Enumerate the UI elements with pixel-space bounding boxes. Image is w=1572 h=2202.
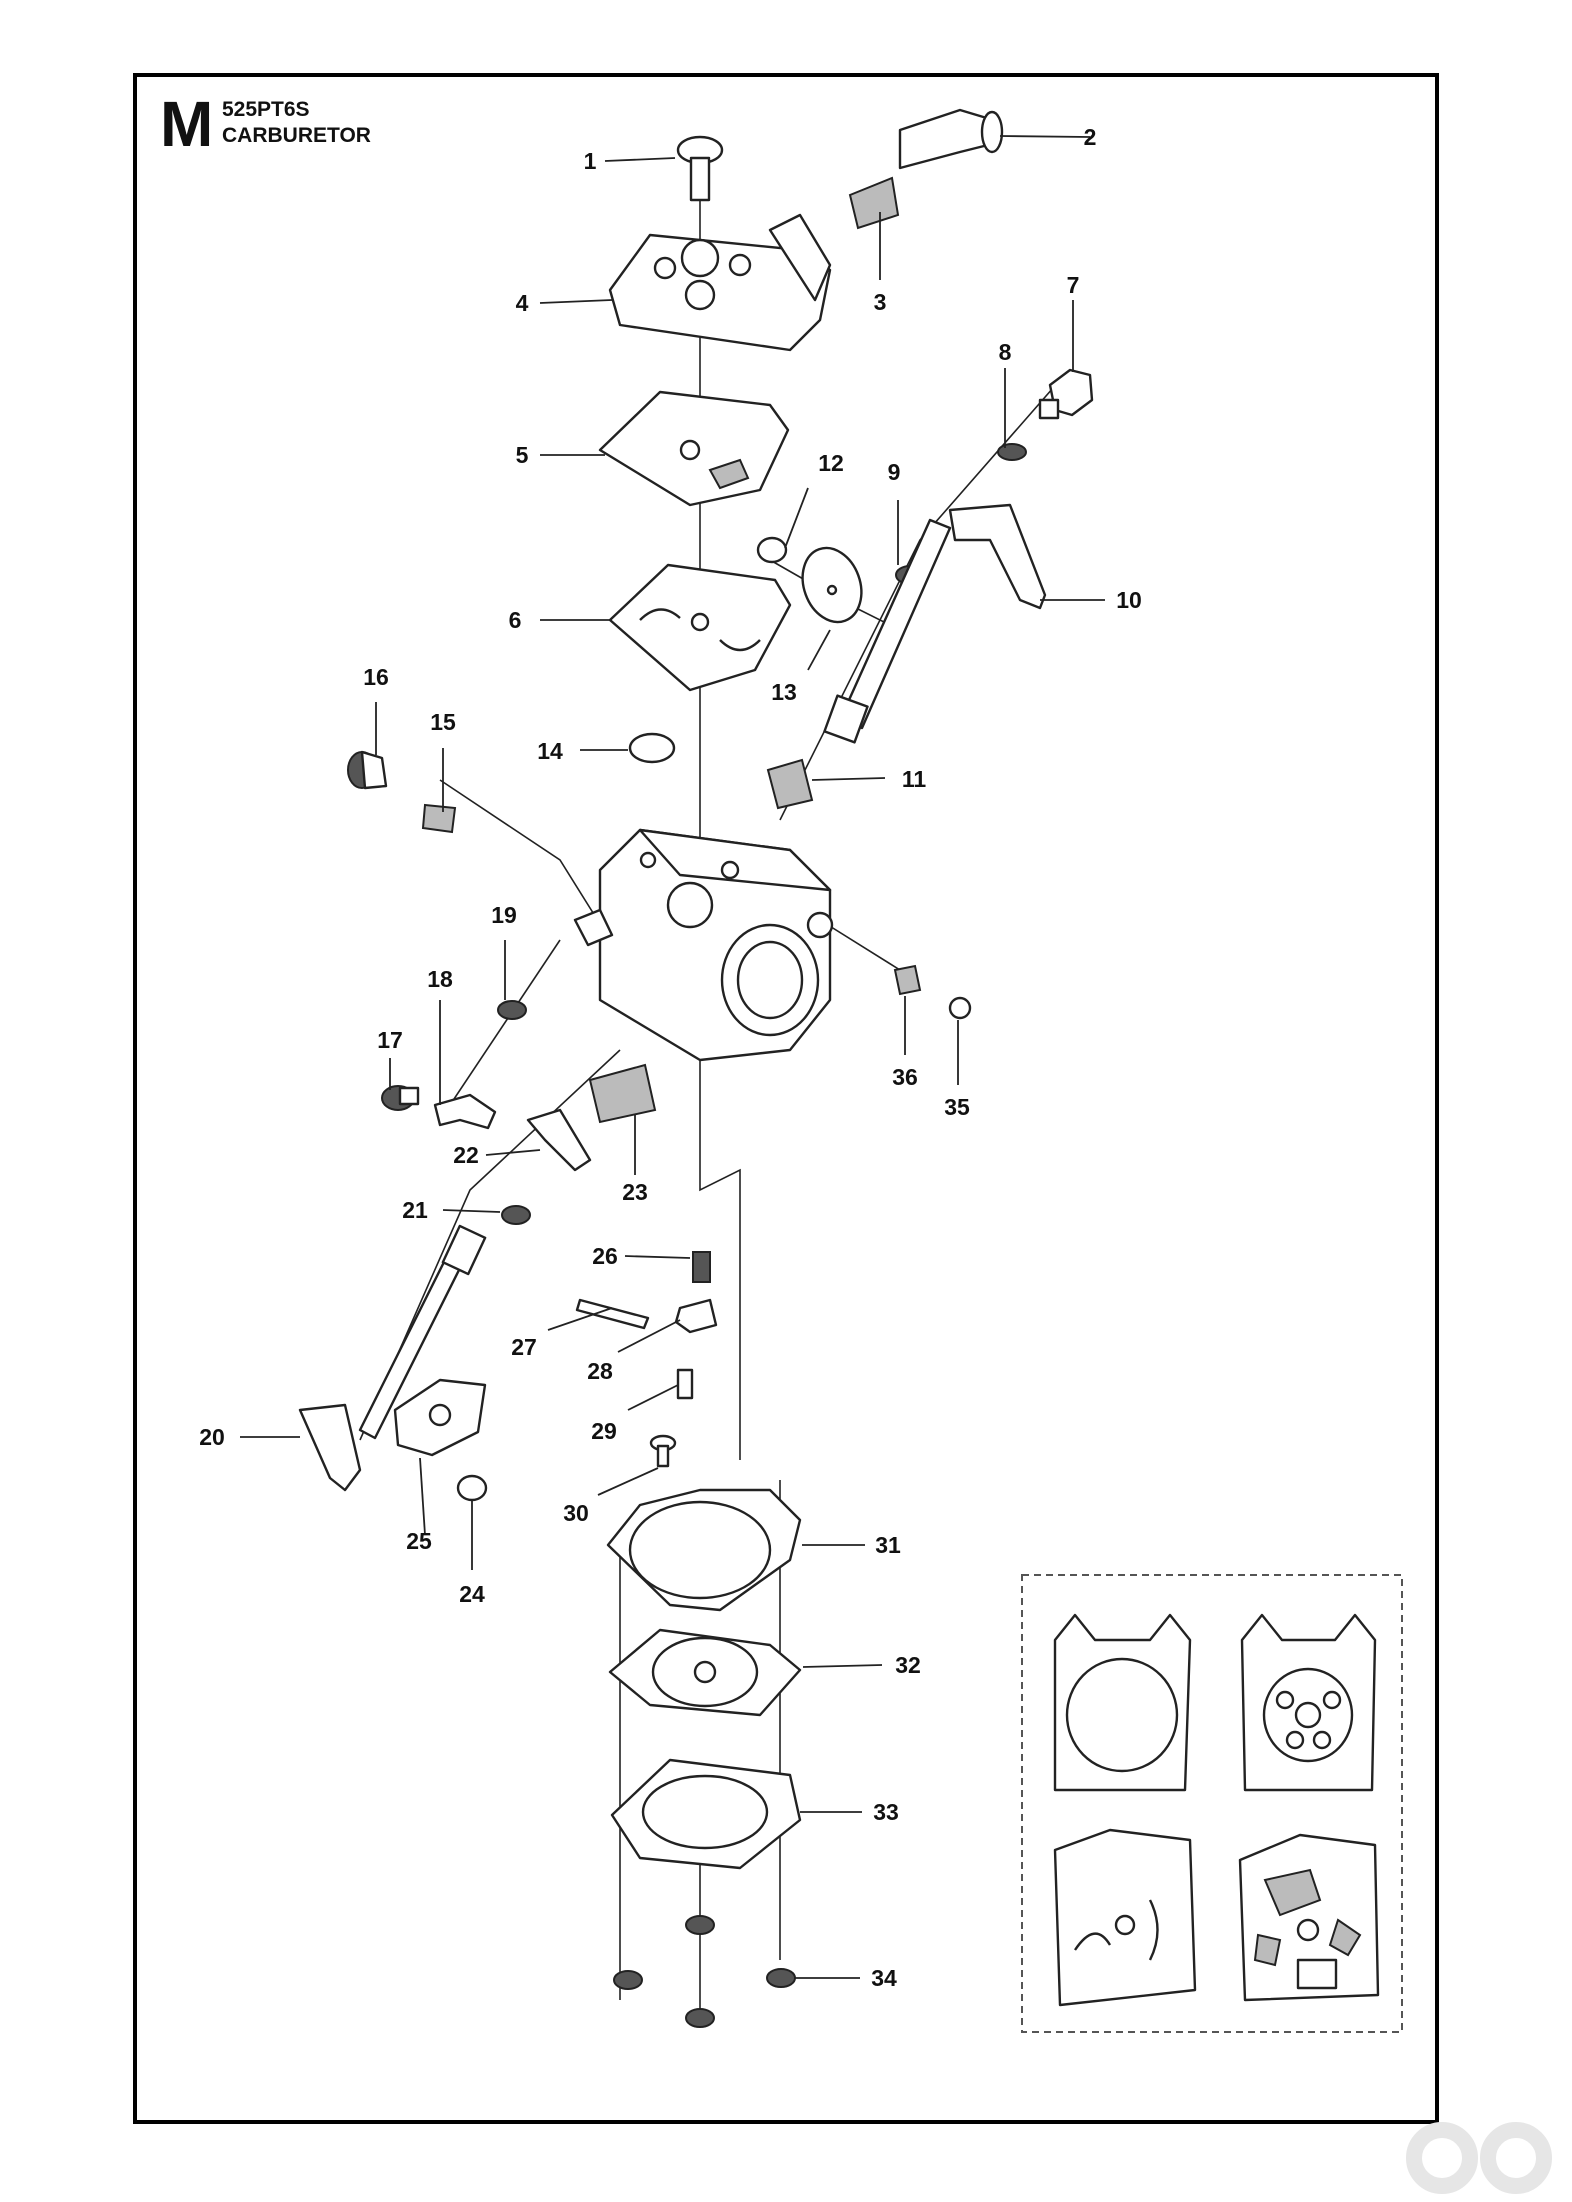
part-29-needle bbox=[676, 1368, 694, 1400]
part-34-screws bbox=[613, 1915, 796, 2028]
callout-23: 23 bbox=[622, 1179, 648, 1205]
part-15-spring bbox=[421, 803, 457, 834]
callout-22: 22 bbox=[453, 1142, 479, 1168]
callout-11: 11 bbox=[902, 766, 927, 792]
part-12-screw bbox=[756, 536, 788, 564]
part-23-spring bbox=[588, 1063, 657, 1124]
callout-18: 18 bbox=[427, 966, 453, 992]
section-letter: M bbox=[160, 88, 214, 160]
callout-31: 31 bbox=[875, 1532, 901, 1558]
callout-15: 15 bbox=[430, 709, 456, 735]
carburetor-body bbox=[573, 828, 834, 1062]
callout-33: 33 bbox=[873, 1799, 899, 1825]
callout-2: 2 bbox=[1084, 124, 1097, 150]
callout-21: 21 bbox=[402, 1197, 428, 1223]
part-3-spring bbox=[848, 176, 900, 230]
part-22-choke-lever bbox=[526, 1108, 592, 1172]
diagram-frame bbox=[133, 73, 1439, 2124]
part-21-washer bbox=[501, 1205, 531, 1225]
callout-numbers: 1 2 3 4 5 6 7 8 9 10 11 12 13 14 15 16 1… bbox=[199, 124, 1142, 1991]
part-24-screw bbox=[456, 1474, 488, 1502]
part-2-primer bbox=[898, 108, 1004, 170]
part-5-gasket bbox=[598, 390, 790, 507]
part-25-choke-valve bbox=[393, 1378, 487, 1457]
diagram-title: CARBURETOR bbox=[222, 124, 371, 147]
watermark-logo-icon bbox=[1406, 2122, 1552, 2194]
part-18-lever bbox=[433, 1093, 497, 1130]
part-8-washer bbox=[997, 443, 1027, 461]
part-33-cover bbox=[610, 1758, 802, 1870]
model-name: 525PT6S bbox=[222, 98, 310, 121]
callout-27: 27 bbox=[511, 1334, 537, 1360]
callout-7: 7 bbox=[1067, 272, 1080, 298]
part-6-diaphragm bbox=[608, 563, 792, 692]
part-14-seal-ring bbox=[628, 732, 676, 764]
part-28-lever bbox=[674, 1298, 718, 1334]
part-13-valve-disc bbox=[801, 546, 863, 624]
callout-34: 34 bbox=[871, 1965, 897, 1991]
leader-lines bbox=[240, 135, 1105, 1979]
callout-16: 16 bbox=[363, 664, 389, 690]
callout-32: 32 bbox=[895, 1652, 921, 1678]
callout-9: 9 bbox=[888, 459, 901, 485]
callout-29: 29 bbox=[591, 1418, 617, 1444]
part-32-diaphragm bbox=[608, 1628, 802, 1717]
callout-17: 17 bbox=[377, 1027, 403, 1053]
callout-3: 3 bbox=[874, 289, 887, 315]
callout-4: 4 bbox=[516, 290, 529, 316]
part-36-spring bbox=[893, 964, 922, 996]
part-7-nipple bbox=[1038, 368, 1094, 420]
callout-25: 25 bbox=[406, 1528, 432, 1554]
part-27-pin bbox=[575, 1298, 650, 1330]
callout-30: 30 bbox=[563, 1500, 589, 1526]
part-26-spring bbox=[692, 1251, 711, 1283]
part-31-gasket bbox=[606, 1488, 802, 1612]
callout-35: 35 bbox=[944, 1094, 970, 1120]
part-16-cap bbox=[347, 750, 388, 790]
part-19-washer bbox=[497, 1000, 527, 1020]
callout-6: 6 bbox=[509, 607, 522, 633]
callout-28: 28 bbox=[587, 1358, 613, 1384]
callout-26: 26 bbox=[592, 1243, 618, 1269]
part-17-screw bbox=[381, 1085, 420, 1111]
callout-10: 10 bbox=[1116, 587, 1142, 613]
part-11-spring bbox=[766, 758, 814, 810]
callout-1: 1 bbox=[584, 148, 597, 174]
part-1-screw bbox=[676, 135, 724, 202]
part-30-screw bbox=[649, 1434, 677, 1468]
callout-36: 36 bbox=[892, 1064, 918, 1090]
callout-12: 12 bbox=[818, 450, 844, 476]
callout-8: 8 bbox=[999, 339, 1012, 365]
part-35-ball bbox=[948, 996, 972, 1020]
part-10-throttle-shaft bbox=[823, 503, 1047, 744]
callout-19: 19 bbox=[491, 902, 517, 928]
gasket-kit-inset bbox=[1021, 1574, 1403, 2033]
callout-14: 14 bbox=[537, 738, 563, 764]
part-20-choke-shaft bbox=[298, 1224, 487, 1492]
part-4-pump-cover bbox=[608, 213, 832, 352]
callout-5: 5 bbox=[516, 442, 529, 468]
callout-24: 24 bbox=[459, 1581, 485, 1607]
callout-13: 13 bbox=[771, 679, 797, 705]
callout-20: 20 bbox=[199, 1424, 225, 1450]
